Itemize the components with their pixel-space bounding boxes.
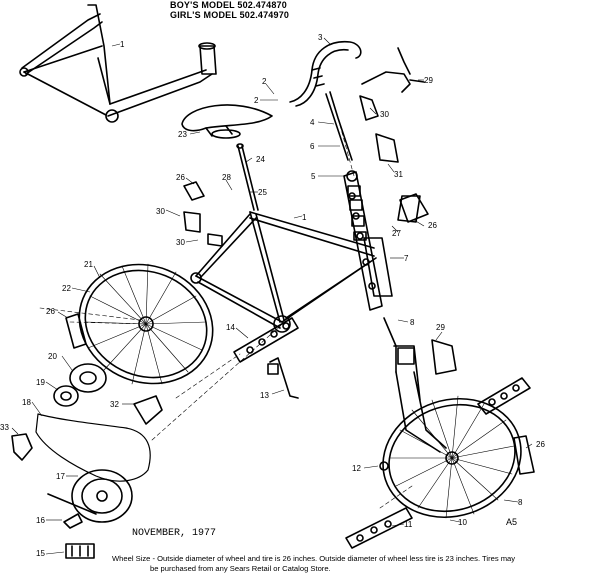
callout-3: 3 bbox=[318, 33, 323, 42]
brake-calipers bbox=[183, 95, 457, 375]
callout-30-rear-lower: 30 bbox=[176, 238, 185, 247]
callout-10: 10 bbox=[458, 518, 467, 527]
chain bbox=[35, 413, 151, 482]
callout-15: 15 bbox=[36, 549, 45, 558]
callout-31: 31 bbox=[394, 170, 403, 179]
rear-axle-strip bbox=[345, 507, 413, 549]
callout-30-front: 30 bbox=[380, 110, 389, 119]
footnote-line-1: Wheel Size - Outside diameter of wheel a… bbox=[112, 554, 516, 563]
handlebar bbox=[289, 41, 362, 161]
callout-27: 27 bbox=[392, 229, 401, 238]
callout-22: 22 bbox=[62, 284, 71, 293]
callout-14: 14 bbox=[226, 323, 235, 332]
callout-5: 5 bbox=[311, 172, 316, 181]
crank-bearing-strip bbox=[233, 317, 299, 363]
callout-11: 11 bbox=[404, 520, 413, 529]
callout-33: 33 bbox=[0, 423, 9, 432]
callout-32: 32 bbox=[110, 400, 119, 409]
sprocket bbox=[53, 385, 79, 407]
rear-wheel bbox=[78, 263, 214, 385]
callout-20: 20 bbox=[48, 352, 57, 361]
boys-frame bbox=[190, 211, 393, 333]
callout-4: 4 bbox=[310, 118, 315, 127]
callout-23: 23 bbox=[178, 130, 187, 139]
freewheel bbox=[69, 363, 107, 393]
girls-frame bbox=[19, 4, 217, 123]
callout-8-fork: 8 bbox=[410, 318, 415, 327]
headset-bearing-strip bbox=[343, 171, 383, 311]
callout-26-seat-reflector: 26 bbox=[176, 173, 185, 182]
callout-13: 13 bbox=[260, 391, 269, 400]
callout-17: 17 bbox=[56, 472, 65, 481]
callout-21: 21 bbox=[84, 260, 93, 269]
chainwheel bbox=[71, 469, 133, 523]
callout-26-rear-reflector: 26 bbox=[46, 307, 55, 316]
seat-post bbox=[236, 143, 259, 211]
callout-1-boys-frame: 1 bbox=[302, 213, 307, 222]
callout-19: 19 bbox=[36, 378, 45, 387]
callout-1-girls-frame: 1 bbox=[120, 40, 125, 49]
shifter-left bbox=[11, 433, 33, 461]
callout-18: 18 bbox=[22, 398, 31, 407]
callout-29-caliper: 29 bbox=[436, 323, 445, 332]
derailleur bbox=[133, 395, 163, 425]
publication-date: NOVEMBER, 1977 bbox=[132, 528, 217, 539]
callout-30-rear-upper: 30 bbox=[156, 207, 165, 216]
callout-25: 25 bbox=[258, 188, 267, 197]
callout-29-lever: 29 bbox=[424, 76, 433, 85]
callout-7: 7 bbox=[404, 254, 409, 263]
callout-16: 16 bbox=[36, 516, 45, 525]
girls-model-heading: GIRL'S MODEL 502.474970 bbox=[170, 10, 290, 20]
brake-levers bbox=[361, 47, 425, 93]
boys-model-heading: BOY'S MODEL 502.474870 bbox=[170, 0, 287, 10]
page-code: A5 bbox=[506, 517, 518, 527]
crank-arm bbox=[47, 493, 97, 529]
assembly-guides bbox=[39, 117, 413, 509]
callout-26-front-reflector: 26 bbox=[536, 440, 545, 449]
callout-6: 6 bbox=[310, 142, 315, 151]
front-fork bbox=[383, 317, 447, 453]
callout-26-head-reflector: 26 bbox=[428, 221, 437, 230]
footnote-line-2: be purchased from any Sears Retail or Ca… bbox=[150, 563, 331, 573]
kickstand bbox=[267, 357, 299, 399]
callout-2-upper: 2 bbox=[262, 77, 267, 86]
callout-24: 24 bbox=[256, 155, 265, 164]
nut bbox=[379, 461, 389, 471]
callout-8-wheel: 8 bbox=[518, 498, 523, 507]
pedal bbox=[65, 543, 95, 559]
callout-12: 12 bbox=[352, 464, 361, 473]
saddle bbox=[181, 104, 273, 139]
callout-28: 28 bbox=[222, 173, 231, 182]
front-axle-strip bbox=[477, 377, 531, 415]
front-wheel bbox=[382, 395, 522, 519]
reflectors bbox=[65, 181, 535, 475]
callout-2-lower: 2 bbox=[254, 96, 259, 105]
callout-labels: 1 1 2 2 3 4 5 6 7 8 8 10 11 12 13 14 15 … bbox=[0, 33, 545, 558]
wheel-size-footnote: Wheel Size - Outside diameter of wheel a… bbox=[112, 554, 608, 573]
